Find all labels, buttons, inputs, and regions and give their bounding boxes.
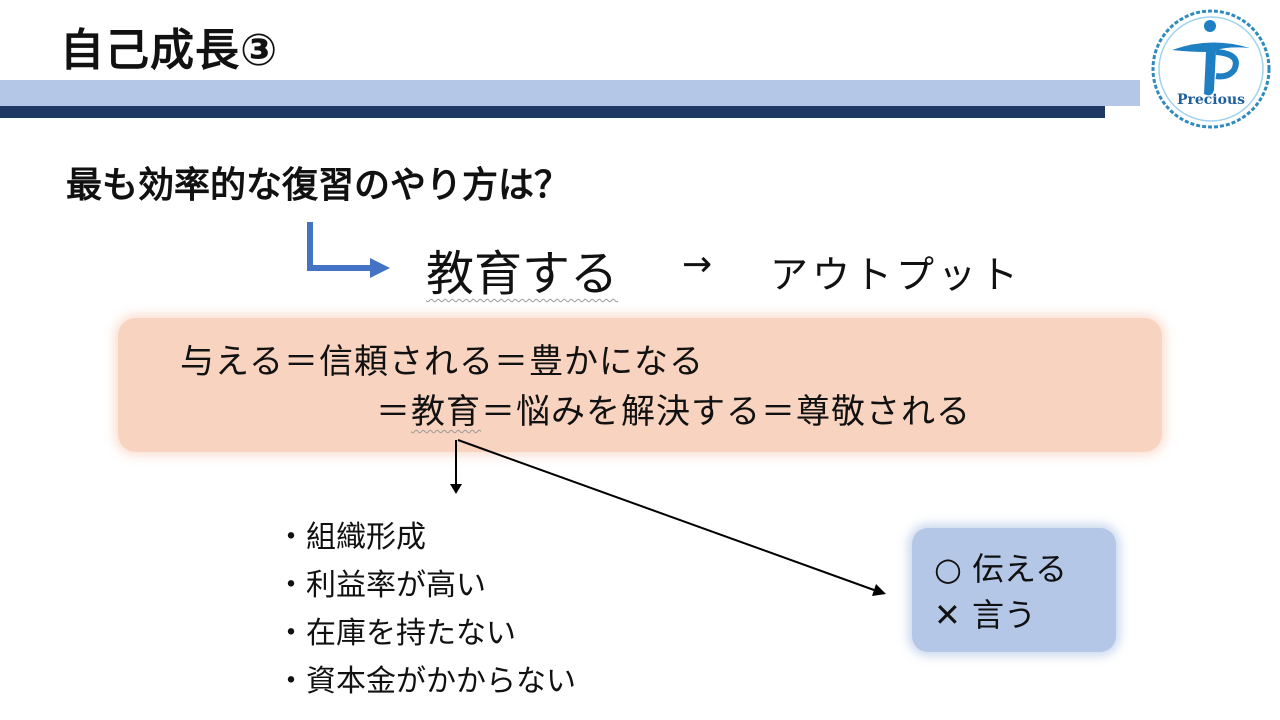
slide-title: 自己成長③ (60, 25, 279, 76)
comparison-lines: ○ 伝える ✕ 言う (934, 546, 1067, 638)
diagonal-connector-arrowhead (872, 584, 886, 596)
benefit-list: ・組織形成 ・利益率が高い ・在庫を持たない ・資本金がかからない (276, 514, 576, 706)
list-item: ・組織形成 (276, 520, 426, 555)
equation-education: 教育 (411, 392, 481, 432)
comparison-box (912, 528, 1116, 652)
education-label: 教育する (426, 246, 619, 302)
right-arrow-icon: → (682, 244, 713, 285)
equation-line-2: ＝教育＝悩みを解決する＝尊敬される (376, 384, 971, 433)
circle-icon: ○ (934, 550, 962, 588)
logo-text: Precious (1177, 92, 1245, 108)
cross-icon: ✕ (934, 596, 961, 634)
bad-text: 言う (972, 596, 1037, 634)
question-heading: 最も効率的な復習のやり方は？ (66, 165, 571, 206)
elbow-arrow-icon (307, 222, 390, 278)
list-item: ・在庫を持たない (276, 616, 516, 651)
list-item: ・資本金がかからない (276, 664, 576, 699)
output-label: アウトプット (770, 253, 1023, 297)
equation-rest: ＝悩みを解決する＝尊敬される (481, 392, 971, 432)
comparison-bad: ✕ 言う (934, 592, 1067, 638)
down-connector-arrowhead (450, 484, 462, 494)
equation-prefix: ＝ (376, 392, 411, 432)
list-item: ・利益率が高い (276, 568, 486, 603)
comparison-good: ○ 伝える (934, 546, 1067, 592)
equation-line-1: 与える＝信頼される＝豊かになる (180, 342, 704, 382)
header-band-light (0, 80, 1140, 106)
header-band-dark (0, 106, 1105, 118)
good-text: 伝える (972, 550, 1068, 588)
equation-box (118, 318, 1162, 452)
precious-logo: Precious (1151, 9, 1271, 129)
